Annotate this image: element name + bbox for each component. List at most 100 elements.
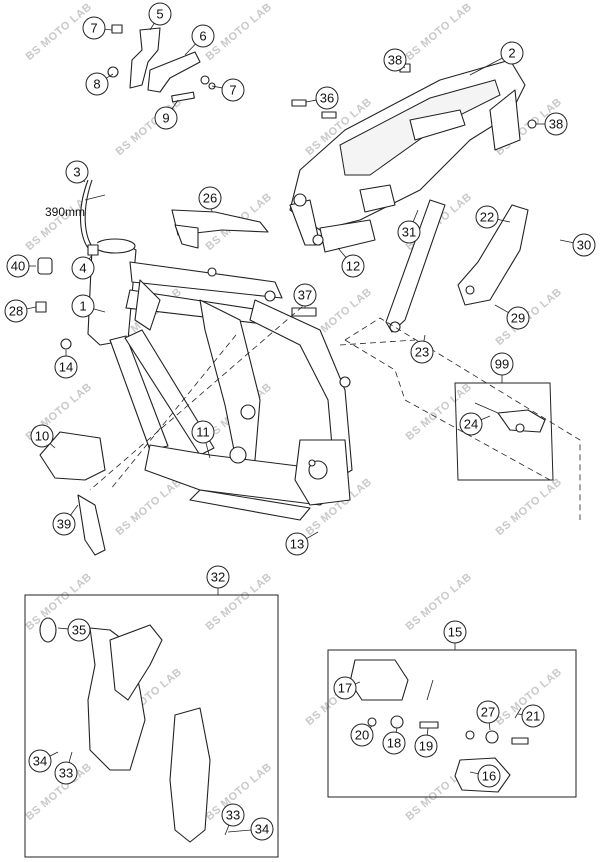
watermark-text: BS MOTO LAB	[114, 476, 185, 538]
callout-circle	[414, 734, 438, 758]
callout-number: 16	[482, 769, 496, 784]
leader-line	[171, 99, 179, 110]
callout-circle	[459, 412, 483, 436]
leader-line	[49, 751, 59, 757]
callout-17: 17	[333, 676, 357, 700]
callout-number: 11	[196, 425, 210, 440]
callout-14: 14	[54, 355, 78, 379]
part-26-drawing	[171, 209, 269, 249]
callout-circle	[476, 700, 500, 724]
callout-37: 37	[293, 283, 317, 307]
callout-circle	[191, 420, 215, 444]
callout-number: 31	[402, 225, 416, 240]
callout-number: 20	[355, 728, 369, 743]
callout-20: 20	[350, 723, 374, 747]
watermark-text: BS MOTO LAB	[404, 381, 475, 443]
leader-line	[517, 713, 523, 715]
callout-circle	[490, 352, 514, 376]
leader-line	[306, 531, 319, 539]
callout-26: 26	[198, 186, 222, 210]
callout-24: 24	[459, 412, 483, 436]
callout-number: 32	[211, 570, 225, 585]
callout-circle	[6, 254, 30, 278]
leader-line	[106, 73, 114, 79]
callout-number: 6	[199, 29, 206, 44]
leader-line	[93, 308, 106, 313]
callout-number: 99	[495, 357, 509, 372]
callout-circle	[572, 233, 596, 257]
callout-number: 39	[57, 517, 71, 532]
callout-number: 33	[226, 808, 240, 823]
callout-circle	[52, 512, 76, 536]
callout-circle	[71, 294, 95, 318]
callout-circle	[383, 48, 407, 72]
callout-12: 12	[341, 254, 365, 278]
leader-line	[184, 43, 196, 56]
callout-13: 13	[285, 532, 309, 556]
callout-21: 21	[521, 704, 545, 728]
callout-circle	[293, 283, 317, 307]
watermark-text: BS MOTO LAB	[114, 96, 185, 158]
callout-circle	[341, 254, 365, 278]
callout-11: 11	[191, 420, 215, 444]
callout-circle	[397, 220, 421, 244]
callout-number: 3	[73, 165, 80, 180]
leader-line	[559, 239, 574, 244]
leader-line	[57, 627, 69, 630]
callout-number: 19	[419, 739, 433, 754]
callout-circle	[154, 106, 178, 130]
callout-circle	[4, 299, 28, 323]
leader-lines	[26, 23, 574, 836]
callout-38: 38	[383, 48, 407, 72]
callout-circle	[221, 803, 245, 827]
callout-31: 31	[397, 220, 421, 244]
callout-34: 34	[28, 749, 52, 773]
callout-circle	[67, 618, 91, 642]
leader-line	[469, 57, 503, 76]
callout-33: 33	[54, 761, 78, 785]
callout-29: 29	[506, 306, 530, 330]
callout-number: 23	[415, 345, 429, 360]
callout-circle	[85, 72, 109, 96]
callout-number: 14	[59, 360, 73, 375]
callout-number: 13	[290, 537, 304, 552]
callout-23: 23	[410, 340, 434, 364]
callout-number: 35	[72, 623, 86, 638]
leader-line	[412, 209, 419, 222]
callout-33: 33	[221, 803, 245, 827]
callout-circle	[221, 78, 245, 102]
leader-line	[70, 504, 79, 516]
group-32-drawing	[39, 617, 211, 843]
bracket-parts-drawing	[107, 24, 216, 103]
chain-guide-drawing	[457, 204, 529, 306]
callout-circle	[350, 723, 374, 747]
leader-line	[305, 99, 317, 103]
callout-number: 40	[11, 259, 25, 274]
callout-number: 7	[90, 21, 97, 36]
hose-length-label: 390mm	[45, 205, 85, 219]
watermark-text: BS MOTO LAB	[404, 1, 475, 63]
callout-circle	[500, 41, 524, 65]
leader-line	[395, 727, 398, 733]
callout-4: 4	[71, 256, 95, 280]
callout-circle	[382, 731, 406, 755]
hose-drawing	[79, 179, 99, 256]
callout-number: 30	[577, 238, 591, 253]
callout-number: 26	[203, 191, 217, 206]
leader-line	[494, 304, 509, 313]
callout-number: 38	[549, 117, 563, 132]
callout-number: 36	[320, 91, 334, 106]
callout-number: 5	[156, 7, 163, 22]
leader-line	[68, 751, 73, 763]
group-32-box	[24, 594, 279, 858]
group-99-drawing	[474, 402, 546, 433]
callout-circle	[71, 256, 95, 280]
callout-number: 38	[388, 53, 402, 68]
leader-line	[497, 218, 511, 223]
main-frame-drawing	[87, 238, 353, 521]
leader-line	[426, 727, 429, 736]
callout-1: 1	[71, 294, 95, 318]
leader-line	[211, 85, 223, 89]
callout-40: 40	[6, 254, 30, 278]
callout-number: 28	[9, 304, 23, 319]
